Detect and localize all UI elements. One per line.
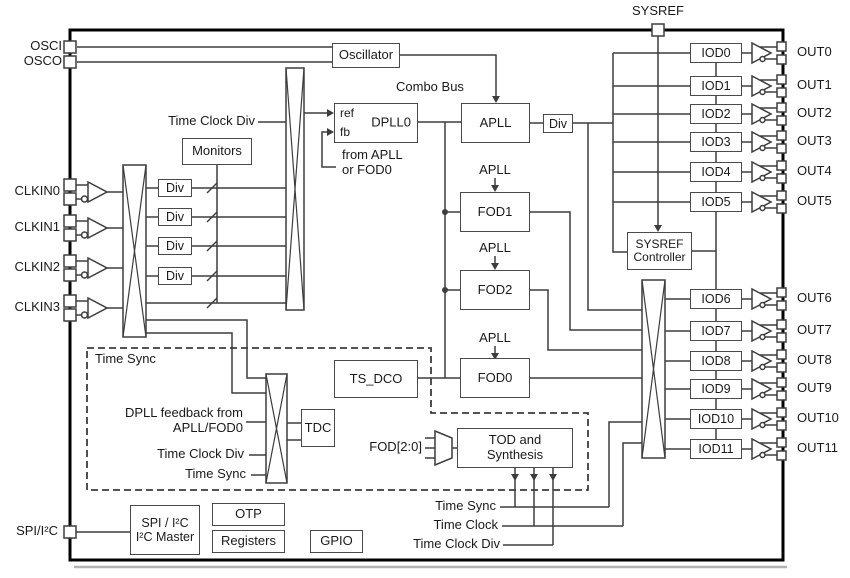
tod-line1: TOD and <box>488 432 542 448</box>
registers-block: Registers <box>212 530 285 553</box>
tdc-block: TDC <box>301 409 335 447</box>
from-apll-line2: or FOD0 <box>342 161 392 177</box>
apll-div-block: Div <box>543 114 573 133</box>
fod0-block: FOD0 <box>460 358 530 398</box>
from-apll-line1: from APLL <box>342 147 403 162</box>
iod-block: IOD4 <box>690 162 742 182</box>
osci-pin-label: OSCI <box>30 38 62 53</box>
div-block: Div <box>158 208 192 226</box>
dpll0-block: ref fb DPLL0 <box>334 103 418 143</box>
generated-wires <box>63 41 787 461</box>
fod-mux <box>434 429 453 467</box>
iod-block: IOD7 <box>690 321 742 341</box>
net-time-clock-label: Time Clock <box>433 517 498 532</box>
combo-bus-label: Combo Bus <box>396 79 464 94</box>
out-pin-label: OUT0 <box>797 44 832 59</box>
time-sync-mux <box>265 373 288 484</box>
out-pin-label: OUT3 <box>797 133 832 148</box>
gpio-block: GPIO <box>310 530 363 553</box>
out-pin-label: OUT9 <box>797 380 832 395</box>
div-block: Div <box>158 267 192 285</box>
spi-line1: SPI / I²C <box>141 516 189 530</box>
osco-pin <box>63 55 77 69</box>
dpll0-fb-port: fb <box>340 124 351 139</box>
out-pin-label: OUT8 <box>797 352 832 367</box>
otp-block: OTP <box>212 503 285 526</box>
dpll0-ref-port: ref <box>340 106 355 120</box>
iod-block: IOD10 <box>690 409 742 429</box>
div-block: Div <box>158 237 192 255</box>
osco-pin-label: OSCO <box>23 53 62 68</box>
fod2-block: FOD2 <box>460 270 530 310</box>
edge-pins <box>63 23 665 539</box>
sysref-ctrl-line2: Controller <box>633 250 686 264</box>
net-time-clock-div-label: Time Clock Div <box>413 536 500 551</box>
fod-bus-label: FOD[2:0] <box>369 439 422 454</box>
fod1-src-label: APLL <box>479 162 511 177</box>
out-pin-label: OUT5 <box>797 193 832 208</box>
apll-block: APLL <box>461 103 530 143</box>
time-clock-div-top-label: Time Clock Div <box>168 113 255 128</box>
crossbars <box>122 67 666 484</box>
dpll-feedback-label: DPLL feedback from APLL/FOD0 <box>100 405 243 436</box>
tod-line2: Synthesis <box>486 447 544 462</box>
fod0-src-label: APLL <box>479 330 511 345</box>
sysref-pin <box>651 23 665 37</box>
sysref-pin-label: SYSREF <box>631 3 684 18</box>
reference-crossbar <box>285 67 305 311</box>
time-clock-div-mux-label: Time Clock Div <box>157 446 244 461</box>
arrowheads <box>327 96 662 481</box>
iod-block: IOD6 <box>690 289 742 309</box>
iod-block: IOD1 <box>690 76 742 96</box>
monitor-tap-slashes <box>206 182 218 309</box>
time-sync-region-label: Time Sync <box>95 351 156 366</box>
time-sync-region-outline <box>86 347 589 491</box>
clkin-pin-label: CLKIN2 <box>14 259 60 274</box>
time-sync-mux-label: Time Sync <box>185 466 246 481</box>
out-pin-label: OUT7 <box>797 322 832 337</box>
out-pin-label: OUT2 <box>797 105 832 120</box>
out-pin-label: OUT1 <box>797 77 832 92</box>
div-block: Div <box>158 179 192 197</box>
spi-pin <box>63 525 77 539</box>
spi-pin-label: SPI/I²C <box>16 523 58 538</box>
dpll-fb-source-label: from APLL or FOD0 <box>342 147 403 178</box>
dpll-fb-line2: APLL/FOD0 <box>172 419 243 435</box>
clkin-pin-label: CLKIN3 <box>14 299 60 314</box>
iod-block: IOD11 <box>690 439 742 459</box>
ts-dco-block: TS_DCO <box>334 360 418 398</box>
iod-block: IOD3 <box>690 132 742 152</box>
dpll0-name: DPLL0 <box>371 114 411 130</box>
input-crossbar <box>122 164 147 338</box>
iod-block: IOD5 <box>690 192 742 212</box>
iod-block: IOD8 <box>690 351 742 371</box>
clkin-pin-label: CLKIN1 <box>14 219 60 234</box>
sysref-ctrl-line1: SYSREF <box>635 236 684 251</box>
out-pin-label: OUT11 <box>797 440 838 455</box>
monitors-block: Monitors <box>182 138 252 165</box>
sysref-controller-block: SYSREF Controller <box>627 232 692 270</box>
out-pin-label: OUT10 <box>797 410 839 425</box>
fod1-block: FOD1 <box>460 192 530 232</box>
junction-dots <box>442 209 448 293</box>
out-pin-label: OUT4 <box>797 163 832 178</box>
iod-block: IOD0 <box>690 43 742 63</box>
dpll-fb-line1: DPLL feedback from <box>124 405 243 420</box>
oscillator-block: Oscillator <box>332 43 400 68</box>
fod2-src-label: APLL <box>479 240 511 255</box>
spi-line2: I²C Master <box>135 530 195 544</box>
osci-pin <box>63 40 77 54</box>
iod-block: IOD2 <box>690 104 742 124</box>
net-time-sync-label: Time Sync <box>435 498 496 513</box>
iod-block: IOD9 <box>690 379 742 399</box>
clkin-pin-label: CLKIN0 <box>14 183 60 198</box>
out-pin-label: OUT6 <box>797 290 832 305</box>
spi-i2c-block: SPI / I²C I²C Master <box>130 505 200 555</box>
tod-synthesis-block: TOD and Synthesis <box>457 428 573 468</box>
output-crossbar <box>641 279 666 459</box>
